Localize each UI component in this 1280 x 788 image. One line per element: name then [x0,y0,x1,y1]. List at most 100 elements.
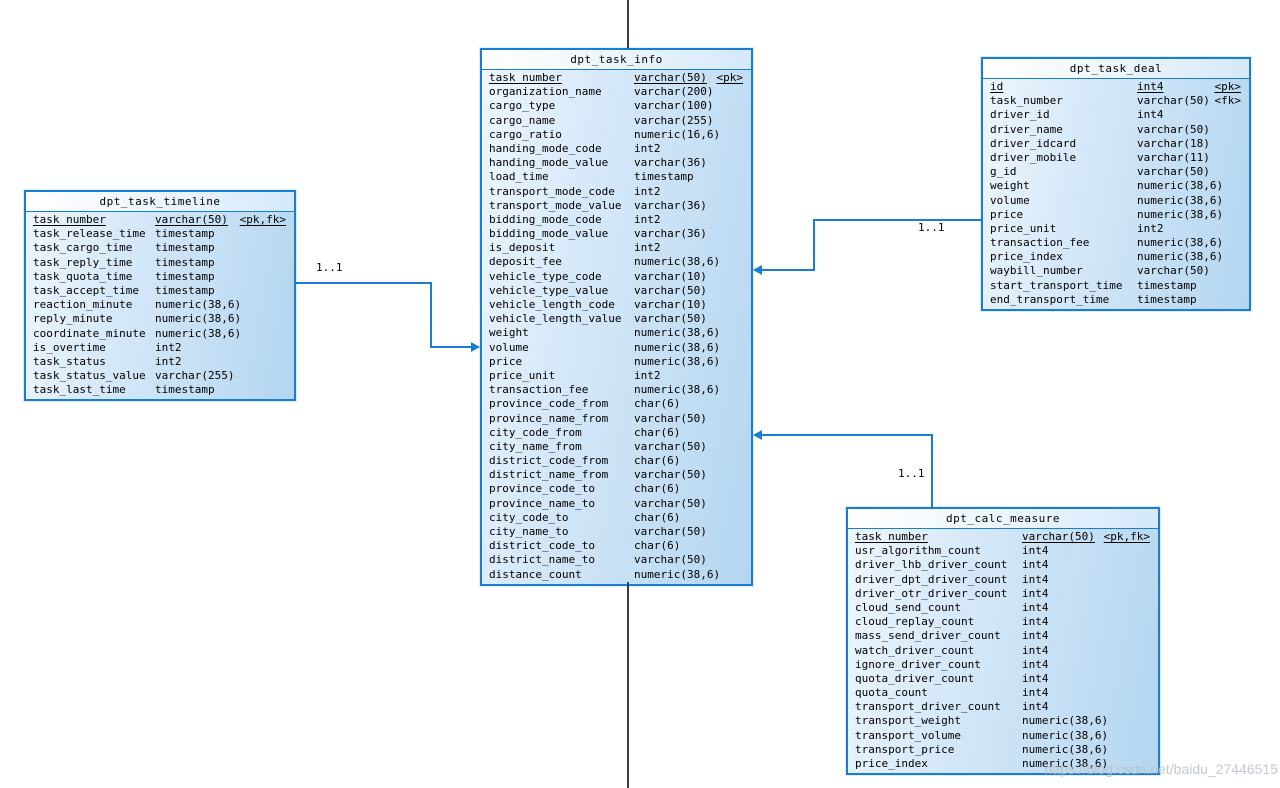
column-name: vehicle_type_value [489,283,609,297]
column-type: timestamp [155,227,215,241]
column-type: varchar(36) [634,227,707,241]
column-type: numeric(38,6) [155,312,242,326]
column-type: varchar(50) [1022,530,1095,543]
column-type: varchar(50) [1137,122,1210,136]
column-type: int2 [155,340,182,354]
column-name: task_accept_time [33,283,139,297]
column-type: int4 [1022,629,1049,643]
column-type: int4 [1022,615,1049,629]
column-name: vehicle_length_value [489,312,622,326]
column-name: reply_minute [33,312,113,326]
column-type: numeric(38,6) [1137,207,1224,221]
column-type: int2 [634,212,661,226]
relation-deal-info-segment [813,219,981,221]
column-name: district_name_to [489,553,595,567]
column-name: id [990,80,1004,93]
column-type: numeric(38,6) [1137,236,1224,250]
column-name: price_unit [489,368,556,382]
column-type: varchar(255) [155,369,235,383]
column-type: varchar(50) [634,312,707,326]
column-type: numeric(38,6) [1022,728,1109,742]
column-type: char(6) [634,454,681,468]
relation-timeline-info-segment [430,282,432,348]
column-name: is_deposit [489,241,556,255]
column-type: char(6) [634,539,681,553]
column-name: district_code_from [489,454,609,468]
column-type: varchar(50) [155,213,228,226]
column-type: varchar(11) [1137,150,1210,164]
column-name: province_code_to [489,482,595,496]
column-name: district_code_to [489,539,595,553]
column-name: task_number [990,94,1063,108]
column-name: watch_driver_count [855,643,975,657]
column-type: numeric(38,6) [1137,179,1224,193]
column-type: int4 [1022,643,1049,657]
column-type: timestamp [155,269,215,283]
column-name: ignore_driver_count [855,657,981,671]
column-type: numeric(38,6) [1022,714,1109,728]
column-name: vehicle_type_code [489,269,602,283]
column-type: int4 [1022,558,1049,572]
column-type: numeric(38,6) [1137,250,1224,264]
relation-deal-info-segment [762,269,815,271]
column-name: end_transport_time [990,292,1110,306]
column-row: district_code_to char(6) [482,539,751,553]
column-name: deposit_fee [489,255,562,269]
column-name: reaction_minute [33,298,133,312]
column-name: transport_volume [855,728,961,742]
column-key-badge: <pk,fk> [239,213,286,226]
column-name: cargo_ratio [489,127,562,141]
column-type: int2 [634,184,661,198]
watermark-text: https://blog.csdn.net/baidu_27446515 [1044,761,1278,777]
column-row: end_transport_time timestamp [983,293,1249,307]
column-type: timestamp [155,241,215,255]
column-name: volume [990,193,1030,207]
column-type: numeric(16,6) [634,127,721,141]
column-name: cargo_name [489,113,556,127]
column-name: driver_mobile [990,150,1077,164]
column-type: numeric(38,6) [634,354,721,368]
column-name: organization_name [489,85,602,99]
column-name: task_number [489,71,562,84]
column-name: task_cargo_time [33,241,133,255]
offscreen-connector-stub-bottom [627,582,629,788]
column-type: int2 [1137,221,1164,235]
offscreen-connector-stub-top [627,0,629,48]
column-type: int2 [634,141,661,155]
column-type: timestamp [1137,292,1197,306]
column-name: city_name_from [489,439,582,453]
entity-title: dpt_task_deal [983,59,1249,79]
